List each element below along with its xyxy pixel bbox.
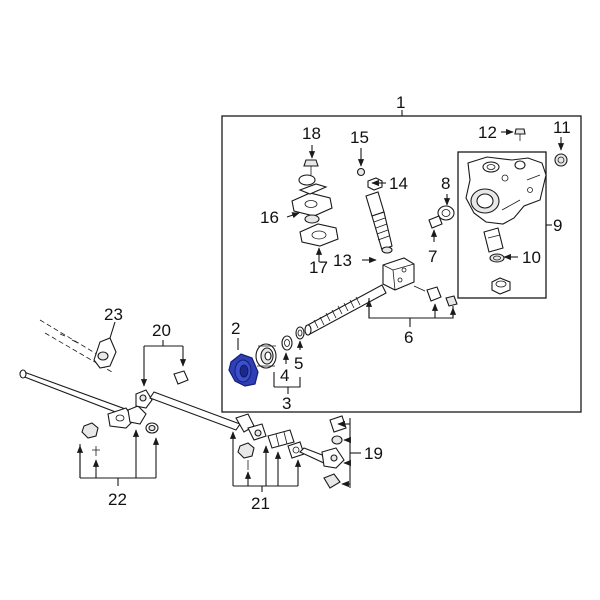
callout-9: 9 [553, 216, 562, 235]
callout-18: 18 [302, 124, 321, 143]
callout-14: 14 [389, 174, 408, 193]
cap-11 [554, 153, 568, 167]
bolt-15 [356, 167, 366, 177]
callout-22: 22 [108, 490, 127, 509]
link-end-left [107, 407, 135, 429]
callout-16: 16 [260, 208, 279, 227]
callout-3: 3 [282, 394, 291, 413]
callout-15: 15 [350, 128, 369, 147]
lock-nut [491, 277, 511, 295]
tie-rod-end-mid [235, 413, 267, 441]
bolt-12 [514, 128, 526, 141]
gear-housing [465, 156, 547, 225]
idler-arm-joint [127, 405, 159, 434]
callout-1: 1 [396, 93, 405, 112]
callout-2: 2 [231, 319, 240, 338]
callout-13: 13 [333, 251, 352, 270]
cotter-19 [323, 473, 341, 489]
callout-23: 23 [104, 305, 123, 324]
callout-17: 17 [309, 258, 328, 277]
callout-4: 4 [280, 366, 289, 385]
valve-body-16 [291, 183, 333, 217]
fitting-small [413, 285, 458, 307]
gasket-16-ring [298, 174, 316, 186]
center-link [19, 369, 129, 417]
adjuster-plug-4 [255, 343, 277, 369]
outer-tie-rod-19 [299, 447, 345, 469]
tie-rod-center [149, 391, 241, 431]
cover-plate-17 [299, 223, 339, 247]
callout-11: 11 [553, 118, 571, 137]
seal-8 [437, 205, 455, 221]
callout-10: 10 [522, 248, 541, 267]
adjuster-sleeve [267, 429, 295, 449]
callout-19: 19 [364, 444, 383, 463]
adjuster-lock-ring-2 [228, 353, 259, 387]
tie-rod-end-20a [135, 389, 153, 409]
nut-22 [81, 422, 100, 456]
callout-7: 7 [428, 247, 437, 266]
clip-7 [428, 215, 443, 229]
callout-5: 5 [294, 354, 303, 373]
nut-21 [237, 442, 255, 470]
seal-5 [295, 326, 305, 340]
pitman-arm-23 [93, 337, 117, 369]
input-shaft-13 [365, 191, 393, 254]
nut-14 [367, 177, 383, 191]
seal-10 [489, 253, 505, 263]
bolt-18 [303, 159, 319, 175]
spacer-16 [304, 214, 320, 224]
callout-6: 6 [404, 328, 413, 347]
valve-block [382, 257, 415, 291]
callout-8: 8 [441, 174, 450, 193]
callout-20: 20 [152, 321, 171, 340]
rack-shaft [304, 284, 387, 336]
bearing-ring [281, 335, 293, 351]
callout-12: 12 [478, 123, 497, 142]
boot-19 [329, 415, 347, 445]
callout-21: 21 [251, 494, 270, 513]
sector-shaft-cover [483, 227, 504, 253]
grease-fitting-20b [173, 370, 189, 385]
